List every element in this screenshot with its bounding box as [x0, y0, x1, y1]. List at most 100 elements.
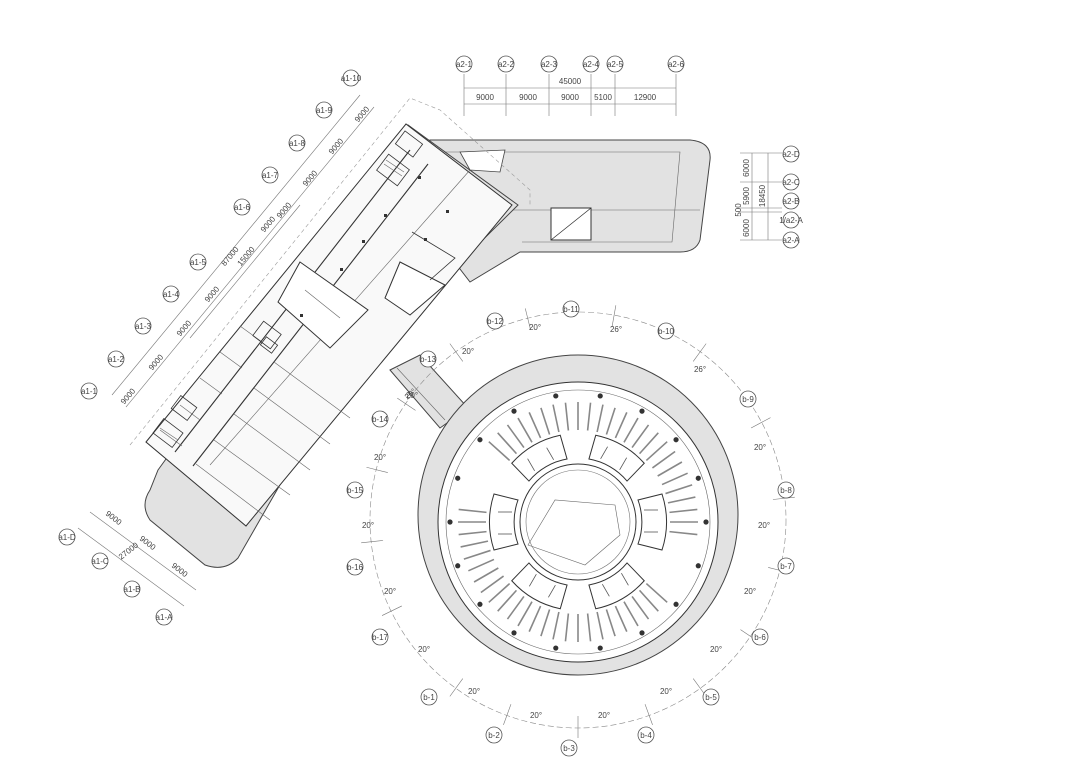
axis-bubble: a2-2 [498, 60, 515, 69]
seat-row [669, 530, 698, 536]
seat-row [638, 432, 659, 455]
seat-row [645, 582, 668, 603]
axis-bubble: a1-10 [341, 74, 362, 83]
radial-angle-labels: 20° 26° 20° 26° 20° 20° 20° 20° 20° 20° … [362, 323, 770, 720]
column [639, 630, 645, 636]
seat-row [638, 589, 659, 612]
radial-tick [692, 343, 707, 362]
axis-bubble: b-14 [372, 415, 389, 424]
right-dim-total: 18450 [758, 184, 767, 207]
axis-bubble: a1-3 [135, 322, 152, 331]
column [695, 475, 701, 481]
seat-row [468, 558, 495, 572]
angle-label: 20° [468, 687, 480, 696]
bottom-dim-segment: 9000 [170, 561, 190, 579]
bottom-axis-bubbles: a1-D a1-C a1-B a1-A [58, 528, 173, 626]
top-dimension-chain: 45000 9000 9000 9000 5100 12900 [463, 74, 677, 116]
angle-label: 20° [529, 323, 541, 332]
axis-bubble: b-11 [563, 305, 579, 314]
angle-label: 20° [758, 521, 770, 530]
axis-bubble: a1-6 [234, 203, 251, 212]
left-dim-sub: 15000 [235, 245, 257, 268]
seat-row [497, 589, 518, 612]
right-dim-segment: 6000 [742, 159, 751, 177]
column [673, 437, 679, 443]
column [673, 601, 679, 607]
toilet-core [252, 320, 282, 354]
axis-bubble: b-16 [347, 563, 364, 572]
top-dim-segment: 9000 [561, 93, 579, 102]
seat-row [596, 404, 604, 433]
wing-columns [300, 176, 449, 317]
right-dim-segment: 5900 [742, 187, 751, 205]
left-axis-bubbles: a1-1 a1-2 a1-3 a1-4 a1-5 a1-6 a1-7 a1-8 … [80, 69, 362, 400]
seat-row [614, 605, 628, 632]
service-pod [489, 493, 519, 551]
column [553, 393, 559, 399]
axis-bubble: a2-C [782, 178, 800, 187]
axis-bubble: b-9 [742, 395, 754, 404]
axis-bubble: b-3 [563, 744, 575, 753]
axis-bubble: b-10 [658, 327, 675, 336]
seat-row [605, 407, 616, 435]
seat-row [458, 530, 487, 536]
axis-bubble: b-7 [780, 562, 792, 571]
seat-row [458, 508, 487, 514]
axis-bubble: b-15 [347, 486, 364, 495]
seat-row [552, 404, 560, 433]
seat-row [564, 613, 570, 642]
axis-bubble: b-5 [705, 693, 717, 702]
angle-label: 26° [610, 325, 622, 334]
axis-bubble: a1-C [91, 557, 109, 566]
axis-bubble: a2-4 [583, 60, 600, 69]
axis-bubble: b-17 [372, 633, 389, 642]
axis-bubble: a1-B [124, 585, 141, 594]
seat-row [540, 609, 551, 637]
column [703, 519, 709, 525]
diagonal-wing [129, 97, 531, 568]
round-building [417, 354, 739, 676]
column [511, 408, 517, 414]
axis-bubble: a1-4 [163, 290, 180, 299]
axis-bubble: a2-3 [541, 60, 558, 69]
angle-label: 20° [384, 587, 396, 596]
left-dim-segment: 9000 [259, 214, 278, 234]
axis-bubble: a2-D [782, 150, 800, 159]
seat-row [623, 417, 639, 443]
axis-bubble: b-6 [754, 633, 766, 642]
seat-row [488, 441, 511, 462]
seat-row [645, 441, 668, 462]
east-wing [429, 139, 711, 283]
axis-bubble: b-4 [640, 731, 652, 740]
radial-tick [449, 343, 464, 362]
column [695, 563, 701, 569]
seat-row [528, 605, 542, 632]
seat-row [661, 472, 688, 486]
radial-tick [772, 496, 795, 500]
seat-row [517, 601, 533, 627]
stair-core-north [376, 130, 424, 187]
angle-label: 20° [598, 711, 610, 720]
seat-row [460, 540, 489, 548]
axis-bubble: a1-D [58, 533, 76, 542]
auditorium-seating [458, 402, 698, 642]
service-pods [489, 434, 667, 610]
column [477, 437, 483, 443]
service-pod [511, 434, 568, 482]
top-axis-bubbles: a2-1 a2-2 a2-3 a2-4 a2-5 a2-6 [455, 55, 685, 73]
top-dim-segment: 12900 [634, 93, 657, 102]
axis-bubble: b-1 [423, 693, 435, 702]
radial-tick [750, 417, 771, 429]
axis-bubble: b-8 [780, 486, 792, 495]
seat-row [506, 424, 525, 449]
left-dim-segment: 9000 [275, 200, 294, 220]
column [447, 519, 453, 525]
radial-tick [524, 308, 531, 330]
column [511, 630, 517, 636]
seat-row [473, 567, 499, 583]
seat-row [506, 595, 525, 620]
seat-row [614, 412, 628, 439]
seat-row [552, 611, 560, 640]
seat-row [657, 461, 683, 477]
angle-label: 20° [660, 687, 672, 696]
